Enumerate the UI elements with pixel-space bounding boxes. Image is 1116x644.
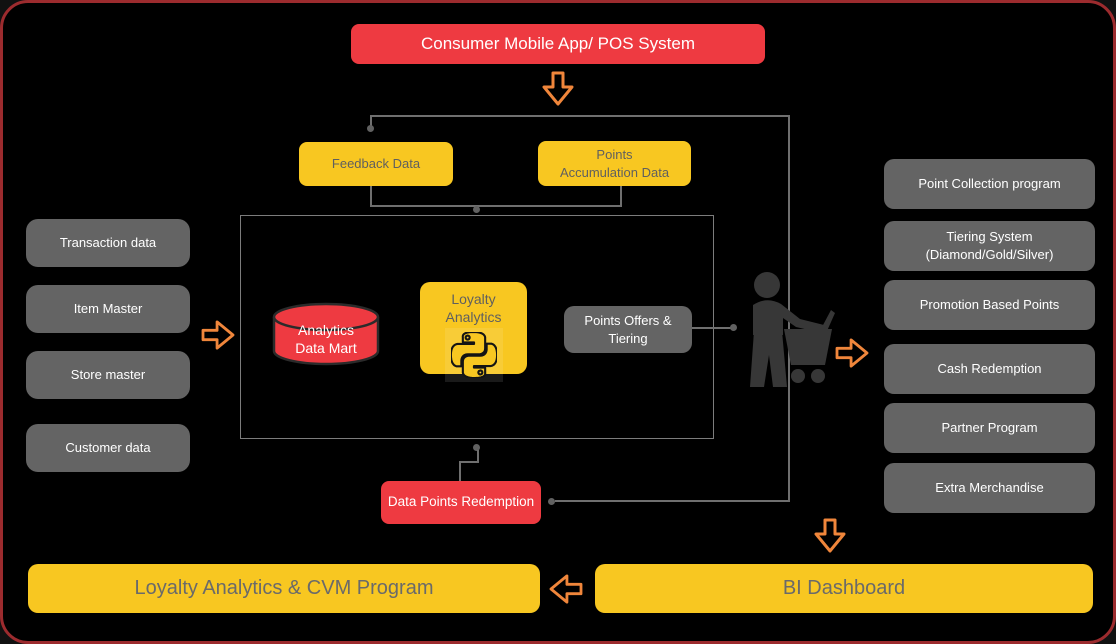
data-mart-label: Analytics Data Mart	[295, 322, 357, 357]
shopper-cart-icon	[750, 272, 835, 387]
outcome-box-cash-redemption: Cash Redemption	[884, 344, 1095, 394]
connector-line	[555, 500, 790, 502]
connector-dot	[473, 444, 480, 451]
right-arrow-icon	[835, 338, 869, 368]
python-icon	[444, 328, 503, 383]
connector-line	[459, 461, 461, 482]
outcome-box-partner-program: Partner Program	[884, 403, 1095, 453]
source-box-store-master: Store master	[26, 351, 190, 399]
cvm-program-bar: Loyalty Analytics & CVM Program	[28, 564, 540, 613]
outcome-box-promotion-points: Promotion Based Points	[884, 280, 1095, 330]
loyalty-analytics-box: Loyalty Analytics	[420, 282, 527, 383]
connector-line	[692, 327, 733, 329]
data-points-redemption-box: Data Points Redemption	[381, 481, 541, 524]
consumer-app-box: Consumer Mobile App/ POS System	[351, 24, 765, 64]
connector-line	[477, 450, 479, 463]
points-accumulation-box: Points Accumulation Data	[538, 141, 691, 186]
points-offers-box: Points Offers & Tiering	[564, 306, 692, 353]
connector-line	[788, 115, 790, 502]
outcome-box-tiering-system: Tiering System (Diamond/Gold/Silver)	[884, 221, 1095, 271]
down-arrow-icon	[814, 518, 846, 553]
feedback-data-box: Feedback Data	[299, 142, 453, 186]
source-box-customer-data: Customer data	[26, 424, 190, 472]
connector-dot	[367, 125, 374, 132]
outcome-box-point-collection: Point Collection program	[884, 159, 1095, 209]
left-arrow-icon	[549, 574, 583, 604]
database-cylinder-icon	[272, 302, 380, 366]
bi-dashboard-bar: BI Dashboard	[595, 564, 1093, 613]
source-box-item-master: Item Master	[26, 285, 190, 333]
connector-line	[370, 115, 372, 127]
down-arrow-icon	[542, 71, 574, 106]
connector-dot	[548, 498, 555, 505]
connector-line	[370, 115, 790, 117]
connector-line	[370, 186, 372, 207]
loyalty-analytics-label: Loyalty Analytics	[445, 291, 502, 326]
source-box-transaction-data: Transaction data	[26, 219, 190, 267]
connector-line	[620, 186, 622, 207]
connector-dot	[473, 206, 480, 213]
connector-line	[459, 461, 479, 463]
connector-dot	[730, 324, 737, 331]
right-arrow-icon	[201, 320, 235, 350]
outcome-box-extra-merchandise: Extra Merchandise	[884, 463, 1095, 513]
connector-line	[370, 205, 622, 207]
